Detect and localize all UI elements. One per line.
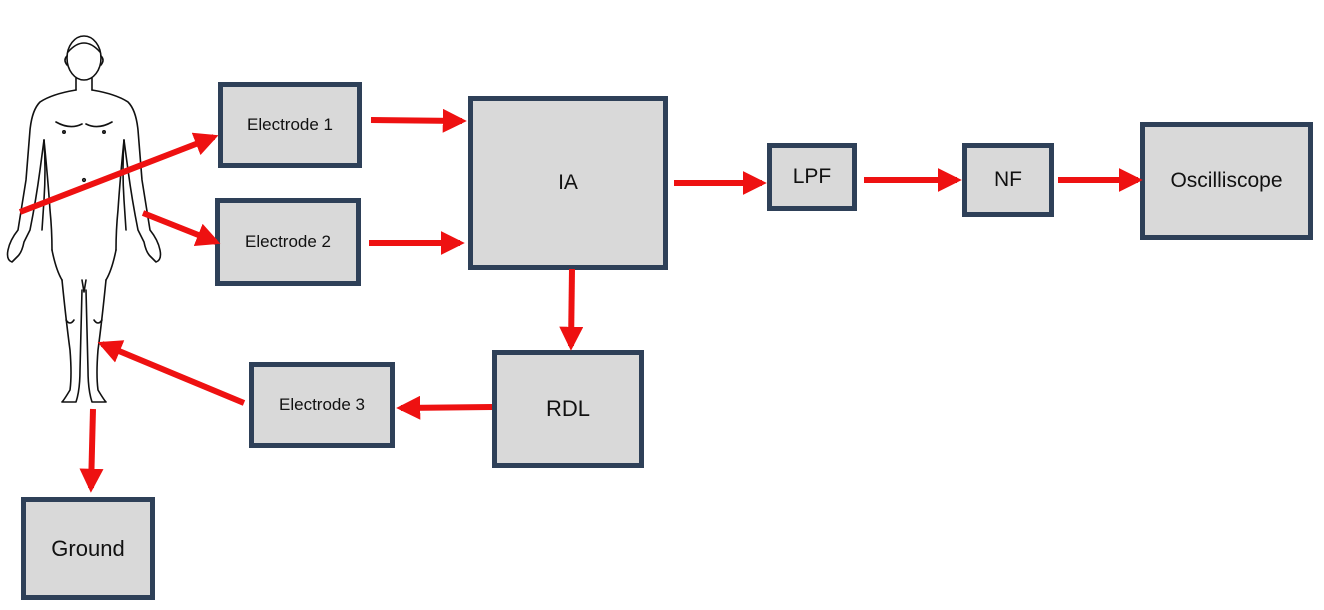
arrow-rdl-to-electrode-3	[396, 395, 493, 420]
ia-block: IA	[468, 96, 668, 270]
ground-block: Ground	[21, 497, 155, 600]
lpf-label: LPF	[792, 165, 832, 188]
ia-label: IA	[558, 171, 578, 194]
rdl-label: RDL	[545, 396, 590, 421]
electrode-1-label: Electrode 1	[247, 115, 333, 134]
arrow-body-to-ground	[79, 408, 104, 493]
arrow-electrode-1-to-ia	[370, 108, 467, 133]
electrode-2-block: Electrode 2	[215, 198, 361, 286]
electrode-3-label: Electrode 3	[279, 395, 365, 414]
oscilliscope-label: Oscilliscope	[1170, 169, 1283, 192]
human-body-outline-icon	[6, 35, 162, 403]
lpf-block: LPF	[767, 143, 857, 211]
electrode-1-block: Electrode 1	[218, 82, 362, 168]
oscilliscope-block: Oscilliscope	[1140, 122, 1313, 240]
rdl-block: RDL	[492, 350, 644, 468]
ground-label: Ground	[51, 535, 125, 561]
nf-block: NF	[962, 143, 1054, 217]
arrow-ia-to-rdl	[559, 268, 584, 351]
nf-label: NF	[994, 168, 1022, 191]
electrode-3-block: Electrode 3	[249, 362, 395, 448]
electrode-2-label: Electrode 2	[245, 232, 331, 251]
